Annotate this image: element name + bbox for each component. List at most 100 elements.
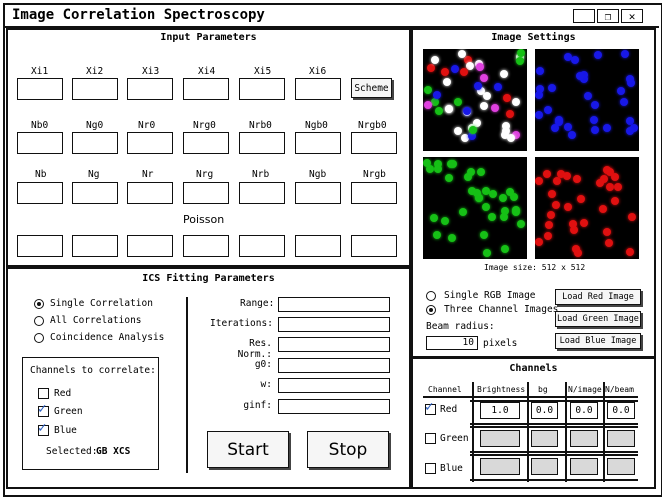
all-correlations-radio[interactable] [34, 316, 44, 326]
poisson-input-1[interactable] [17, 235, 63, 257]
single-rgb-image-radio[interactable] [426, 291, 436, 301]
nr-input[interactable] [127, 182, 173, 204]
stop-button[interactable]: Stop [307, 431, 389, 468]
fluorescence-spot [611, 197, 619, 205]
table-col-line [527, 382, 529, 482]
red-bg-input[interactable]: 0.0 [531, 402, 558, 419]
blue-bg-input[interactable] [531, 458, 558, 475]
channel-red-label: Red [440, 404, 458, 415]
fluorescence-spot [516, 57, 524, 65]
xi4-input[interactable] [183, 78, 229, 100]
fluorescence-spot [512, 131, 520, 139]
fluorescence-spot [502, 122, 510, 130]
fluorescence-spot [606, 183, 614, 191]
nrb-input[interactable] [239, 182, 285, 204]
iterations-input[interactable] [278, 317, 390, 332]
nb0-input[interactable] [17, 132, 63, 154]
xi1-input[interactable] [17, 78, 63, 100]
fluorescence-spot [433, 91, 441, 99]
ngb0-input[interactable] [295, 132, 341, 154]
fluorescence-spot [473, 119, 481, 127]
single-correlation-radio[interactable] [34, 299, 44, 309]
xi6-input[interactable] [295, 78, 341, 100]
poisson-input-7[interactable] [351, 235, 397, 257]
beam-radius-input[interactable]: 10 [426, 336, 478, 350]
selected-value: GB XCS [96, 446, 131, 457]
red-channel-checkbox[interactable] [38, 388, 49, 399]
blue-n-beam-input[interactable] [607, 458, 635, 475]
channel-green-checkbox[interactable] [425, 433, 436, 444]
three-channel-images-radio[interactable] [426, 305, 436, 315]
load-green-image-label: Load Green Image [557, 314, 639, 324]
poisson-input-5[interactable] [239, 235, 285, 257]
coincidence-analysis-radio[interactable] [34, 333, 44, 343]
start-button[interactable]: Start [207, 431, 289, 468]
red-brightness-input[interactable]: 1.0 [480, 402, 520, 419]
poisson-input-3[interactable] [127, 235, 173, 257]
channel-blue-checkbox[interactable] [425, 463, 436, 474]
green-channel-checkbox[interactable]: ✓ [38, 402, 49, 417]
nrb0-input[interactable] [239, 132, 285, 154]
green-bg-input[interactable] [531, 430, 558, 447]
close-icon: ✕ [628, 9, 636, 23]
load-red-image-label: Load Red Image [562, 292, 634, 302]
nrg-input[interactable] [183, 182, 229, 204]
fluorescence-spot [427, 64, 435, 72]
ng-input[interactable] [72, 182, 118, 204]
fluorescence-spot [512, 208, 520, 216]
green-channel-image [423, 157, 527, 259]
close-button[interactable]: ✕ [621, 9, 643, 23]
red-n-beam-input[interactable]: 0.0 [607, 402, 635, 419]
maximize-button[interactable]: ❐ [597, 9, 619, 23]
fluorescence-spot [512, 98, 520, 106]
range-input[interactable] [278, 297, 390, 312]
blue-n-image-input[interactable] [570, 458, 598, 475]
load-blue-image-button[interactable]: Load Blue Image [555, 333, 641, 349]
header-n-image: N/image [568, 385, 602, 394]
nrgb-input[interactable] [351, 182, 397, 204]
blue-channel-label: Blue [54, 425, 77, 436]
g0-input[interactable] [278, 358, 390, 373]
blue-channel-checkbox[interactable]: ✓ [38, 421, 49, 436]
w-input[interactable] [278, 378, 390, 393]
red-n-image-input[interactable]: 0.0 [570, 402, 598, 419]
fluorescence-spot [605, 239, 613, 247]
scheme-button[interactable]: Scheme [351, 78, 392, 98]
green-brightness-input[interactable] [480, 430, 520, 447]
res-norm-input[interactable] [278, 337, 390, 352]
xi1-label: Xi1 [31, 66, 49, 77]
poisson-input-4[interactable] [183, 235, 229, 257]
fluorescence-spot [617, 87, 625, 95]
fluorescence-spot [506, 188, 514, 196]
xi2-input[interactable] [72, 78, 118, 100]
fluorescence-spot [424, 86, 432, 94]
ginf-input[interactable] [278, 399, 390, 414]
nrg0-input[interactable] [183, 132, 229, 154]
minimize-button[interactable]: _ [573, 9, 595, 23]
ng0-input[interactable] [72, 132, 118, 154]
nr0-input[interactable] [127, 132, 173, 154]
fluorescence-spot [548, 190, 556, 198]
fluorescence-spot [555, 118, 563, 126]
xi3-input[interactable] [127, 78, 173, 100]
fluorescence-spot [580, 219, 588, 227]
green-n-image-input[interactable] [570, 430, 598, 447]
load-green-image-button[interactable]: Load Green Image [555, 311, 641, 327]
channel-red-checkbox[interactable]: ✓ [425, 400, 436, 415]
three-channel-images-label: Three Channel Images [444, 304, 559, 315]
range-label: Range: [240, 298, 275, 309]
red-channel-label: Red [54, 388, 72, 399]
row-line [470, 426, 638, 428]
poisson-input-6[interactable] [295, 235, 341, 257]
poisson-input-2[interactable] [72, 235, 118, 257]
nb-input[interactable] [17, 182, 63, 204]
nrgb0-input[interactable] [351, 132, 397, 154]
fluorescence-spot [431, 56, 439, 64]
load-red-image-button[interactable]: Load Red Image [555, 289, 641, 305]
blue-brightness-input[interactable] [480, 458, 520, 475]
xi5-input[interactable] [239, 78, 285, 100]
ngb-input[interactable] [295, 182, 341, 204]
green-n-beam-input[interactable] [607, 430, 635, 447]
fluorescence-spot [535, 91, 543, 99]
fluorescence-spot [494, 83, 502, 91]
